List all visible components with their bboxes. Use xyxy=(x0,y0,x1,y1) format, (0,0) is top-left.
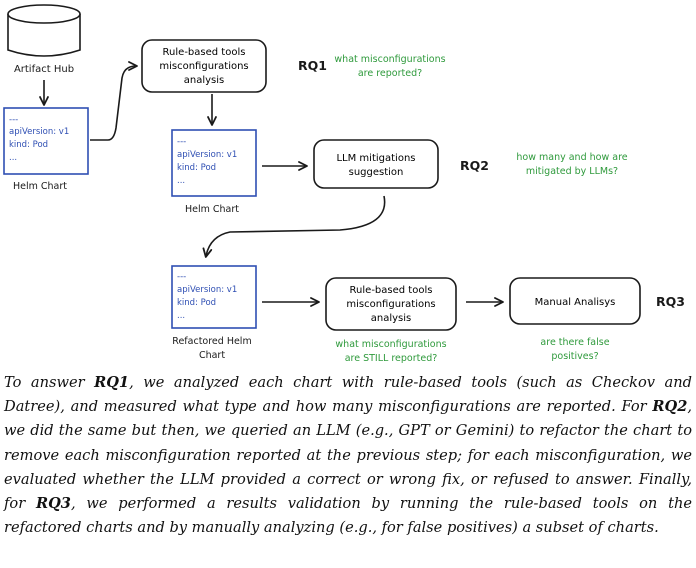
question-rq1: are reported? xyxy=(358,68,422,79)
workflow-diagram: Artifact Hub --- apiVersion: v1 kind: Po… xyxy=(3,4,685,364)
rule-based-analysis-box-2: Rule-based tools misconfigurations analy… xyxy=(325,277,457,331)
doc-line: apiVersion: v1 xyxy=(177,285,237,295)
question-false-positives: are there false xyxy=(540,337,609,348)
helm-chart-label-2: Helm Chart xyxy=(185,204,239,215)
helm-chart-document-1: --- apiVersion: v1 kind: Pod ... xyxy=(3,107,89,175)
caption-text: , we analyzed each chart with rule-based… xyxy=(4,374,692,416)
box-text: Rule-based tools xyxy=(163,47,246,58)
manual-analysis-box: Manual Analisys xyxy=(509,277,641,325)
doc-line: ... xyxy=(177,176,185,186)
rule-based-analysis-box-1: Rule-based tools misconfigurations analy… xyxy=(141,39,267,93)
figure-caption: To answer RQ1, we analyzed each chart wi… xyxy=(4,371,692,540)
question-rq2: how many and how are xyxy=(516,152,627,163)
arrow-chart-to-rule-analysis xyxy=(90,61,138,141)
caption-rq3: RQ3 xyxy=(35,495,71,513)
doc-line: kind: Pod xyxy=(177,163,216,173)
caption-text: , we performed a results validation by r… xyxy=(4,495,692,537)
box-text: analysis xyxy=(371,313,412,324)
box-text: LLM mitigations xyxy=(336,153,415,164)
box-text: misconfigurations xyxy=(346,299,435,310)
question-rq2: mitigated by LLMs? xyxy=(526,166,618,177)
question-rq3-still: are STILL reported? xyxy=(345,353,438,364)
helm-chart-label-1: Helm Chart xyxy=(13,181,67,192)
box-text: Manual Analisys xyxy=(535,297,616,308)
doc-line: apiVersion: v1 xyxy=(177,150,237,160)
caption-text: , we did the same but then, we queried a… xyxy=(4,398,692,513)
rq1-label: RQ1 xyxy=(298,58,327,73)
doc-line: kind: Pod xyxy=(9,140,48,150)
doc-line: kind: Pod xyxy=(177,298,216,308)
helm-chart-document-2: --- apiVersion: v1 kind: Pod ... xyxy=(171,129,257,197)
caption-rq1: RQ1 xyxy=(94,374,130,391)
doc-line: ... xyxy=(177,311,185,321)
box-text: suggestion xyxy=(349,167,404,178)
arrow-llm-to-refactored-chart xyxy=(202,195,386,258)
refactored-chart-label: Chart xyxy=(199,350,225,361)
caption-text: To answer xyxy=(4,374,95,391)
doc-line: ... xyxy=(9,153,17,163)
doc-line: --- xyxy=(9,115,18,125)
doc-line: --- xyxy=(177,272,186,282)
doc-line: --- xyxy=(177,137,186,147)
doc-line: apiVersion: v1 xyxy=(9,127,69,137)
caption-rq2: RQ2 xyxy=(652,398,688,416)
artifact-hub-label: Artifact Hub xyxy=(14,64,74,75)
box-text: misconfigurations xyxy=(159,61,248,72)
refactored-helm-chart-document: --- apiVersion: v1 kind: Pod ... xyxy=(171,265,257,329)
question-false-positives: positives? xyxy=(551,351,598,362)
question-rq1: what misconfigurations xyxy=(334,54,445,65)
question-rq3-still: what misconfigurations xyxy=(335,339,446,350)
rq2-label: RQ2 xyxy=(460,158,489,173)
llm-mitigations-box: LLM mitigations suggestion xyxy=(313,139,439,189)
rq3-label: RQ3 xyxy=(656,294,685,309)
box-text: analysis xyxy=(184,75,225,86)
artifact-hub-database-icon xyxy=(7,4,81,57)
box-text: Rule-based tools xyxy=(350,285,433,296)
refactored-chart-label: Refactored Helm xyxy=(172,336,251,347)
